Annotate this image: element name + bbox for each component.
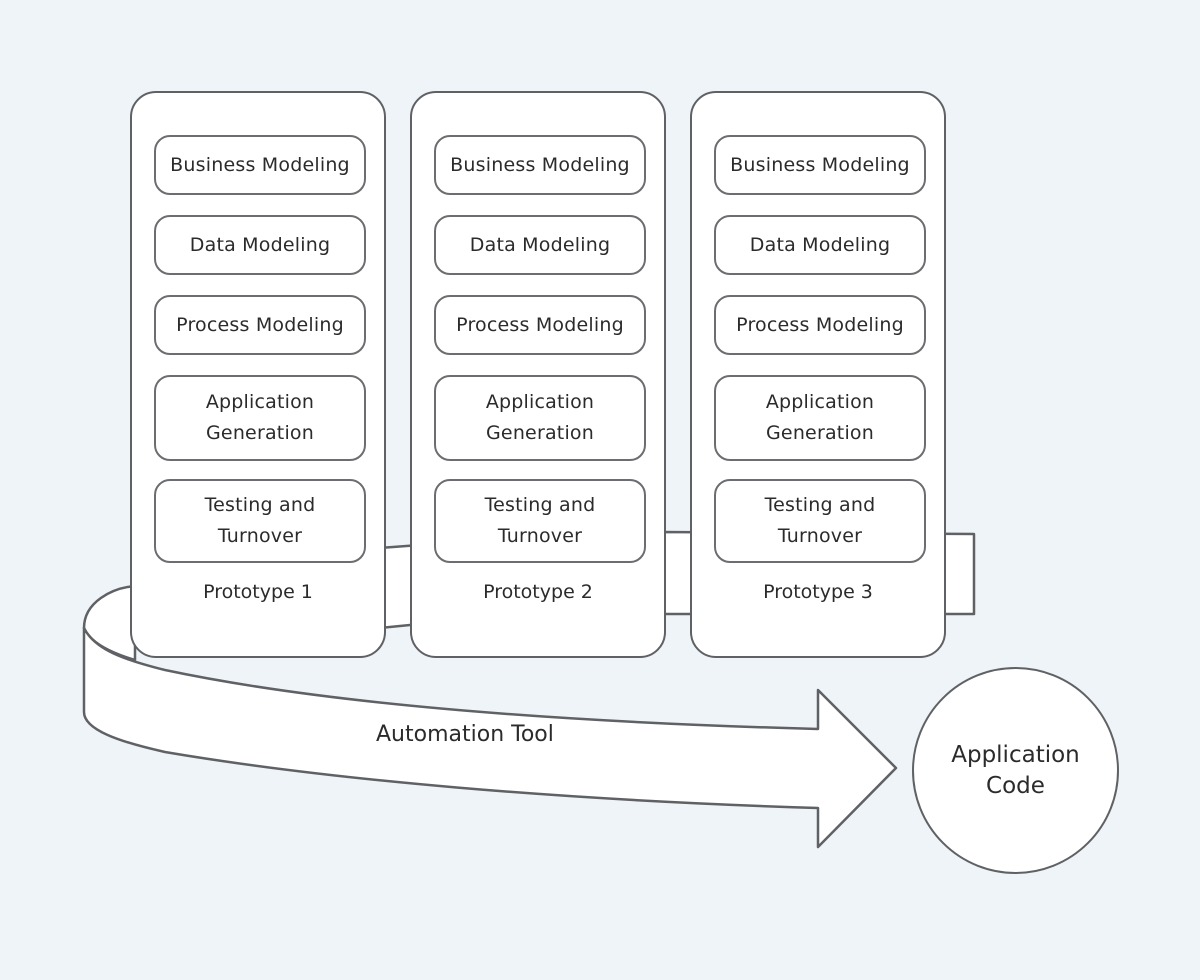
step-data-modeling: Data Modeling: [714, 215, 926, 275]
step-business-modeling: Business Modeling: [434, 135, 646, 195]
step-business-modeling: Business Modeling: [714, 135, 926, 195]
step-data-modeling: Data Modeling: [434, 215, 646, 275]
step-application-generation: Application Generation: [154, 375, 366, 461]
step-data-modeling: Data Modeling: [154, 215, 366, 275]
automation-tool-label: Automation Tool: [376, 722, 554, 747]
step-application-generation: Application Generation: [714, 375, 926, 461]
step-application-generation: Application Generation: [434, 375, 646, 461]
step-process-modeling: Process Modeling: [154, 295, 366, 355]
step-process-modeling: Process Modeling: [714, 295, 926, 355]
prototype-column-1: Business Modeling Data Modeling Process …: [130, 91, 386, 658]
application-code-node: Application Code: [912, 667, 1119, 874]
step-business-modeling: Business Modeling: [154, 135, 366, 195]
step-testing-and-turnover: Testing and Turnover: [154, 479, 366, 563]
prototype-label: Prototype 1: [203, 581, 313, 603]
step-testing-and-turnover: Testing and Turnover: [714, 479, 926, 563]
step-process-modeling: Process Modeling: [434, 295, 646, 355]
prototype-column-2: Business Modeling Data Modeling Process …: [410, 91, 666, 658]
step-testing-and-turnover: Testing and Turnover: [434, 479, 646, 563]
prototype-column-3: Business Modeling Data Modeling Process …: [690, 91, 946, 658]
prototype-label: Prototype 2: [483, 581, 593, 603]
automation-arrow-body: [82, 626, 898, 849]
prototype-label: Prototype 3: [763, 581, 873, 603]
